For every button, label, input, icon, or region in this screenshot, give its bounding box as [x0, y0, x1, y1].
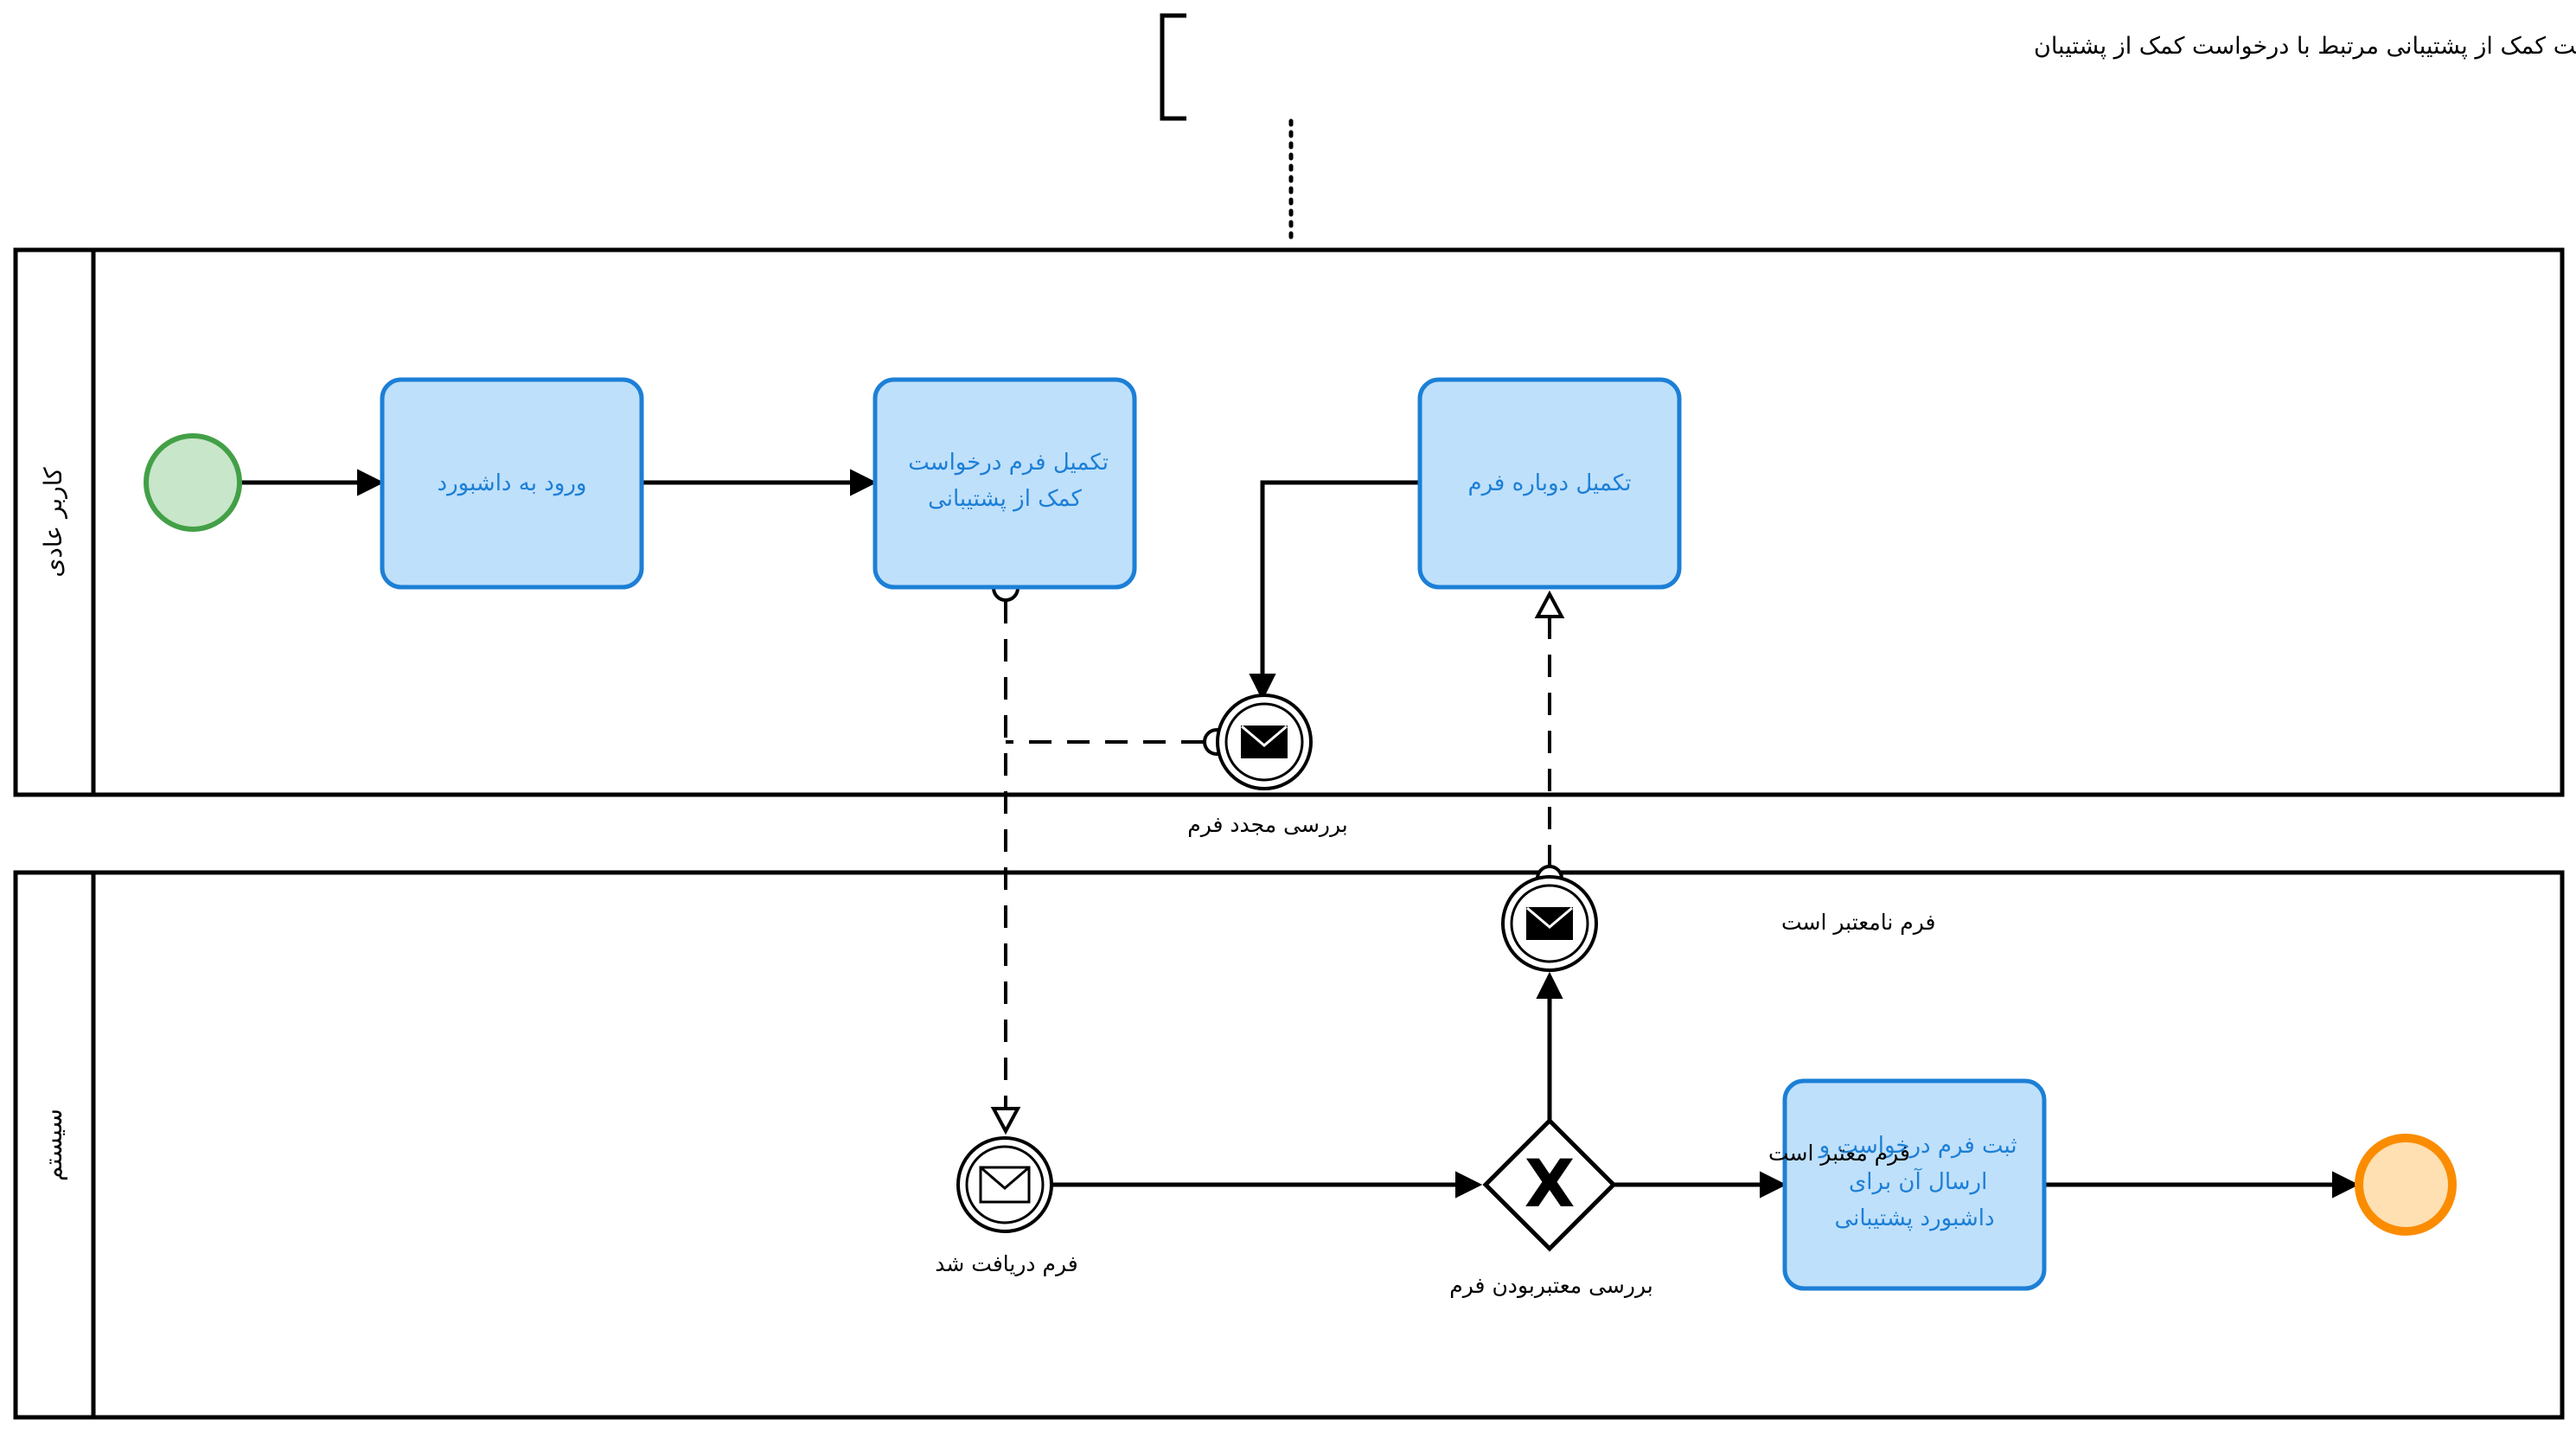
annotation-text: نمودار بی پی ام ان درخواست کمک از پشتیبا… — [2034, 33, 2576, 60]
exclusive-gateway[interactable]: X — [1482, 1117, 1617, 1252]
gateway-label: بررسی معتبربودن فرم — [1449, 1273, 1652, 1298]
text-annotation[interactable]: نمودار بی پی ام ان درخواست کمک از پشتیبا… — [1160, 13, 2576, 121]
task-refill-form-label: تکمیل دوباره فرم — [1467, 470, 1631, 496]
envelope-icon — [979, 1166, 1031, 1204]
task-register-form[interactable]: ثبت فرم درخواست و ارسال آن برای داشبورد … — [1782, 1078, 2047, 1291]
task-fill-form[interactable]: تکمیل فرم درخواست کمک از پشتیبانی — [873, 377, 1137, 590]
task-login-label: ورود به داشبورد — [438, 470, 587, 496]
start-event[interactable] — [144, 433, 242, 532]
svg-text:ورود به داشبورد: ورود به داشبورد — [438, 470, 587, 496]
flow-valid-label: فرم معتبر است — [1768, 1141, 1910, 1166]
sequence-flows — [240, 480, 2335, 1187]
event-review-again-label: بررسی مجدد فرم — [1187, 812, 1348, 837]
flow-arrowheads — [357, 469, 2360, 1199]
lane-system[interactable]: سیستم — [13, 870, 2565, 1420]
task-register-line-1: ثبت فرم درخواست و — [1818, 1133, 2017, 1159]
task-fill-form-line-2: کمک از پشتیبانی — [928, 486, 1082, 512]
task-register-line-2: ارسال آن برای — [1849, 1167, 1987, 1195]
svg-text:تکمیل فرم درخواست کمک از: تکمیل فرم درخواست کمک از پشتیبانی — [901, 450, 1109, 512]
svg-text:تکمیل دوباره فرم: تکمیل دوباره فرم — [1467, 470, 1631, 496]
task-refill-form[interactable]: تکمیل دوباره فرم — [1417, 377, 1682, 590]
event-form-invalid[interactable] — [1501, 875, 1598, 972]
event-form-invalid-label: فرم نامعتبر است — [1781, 910, 1935, 935]
end-event[interactable] — [2355, 1134, 2457, 1236]
event-review-again[interactable] — [1216, 694, 1313, 790]
exclusive-x-icon: X — [1525, 1145, 1576, 1222]
message-flows — [1004, 601, 1551, 1109]
event-form-received-label: فرم دریافت شد — [935, 1251, 1077, 1276]
lane-system-label: سیستم — [39, 1109, 67, 1181]
svg-text:ثبت فرم درخواست و ارسال: ثبت فرم درخواست و ارسال آن برای داشبورد … — [1812, 1133, 2017, 1231]
task-register-line-3: داشبورد پشتیبانی — [1834, 1205, 1994, 1231]
envelope-icon — [1526, 906, 1573, 940]
event-form-received[interactable] — [956, 1136, 1053, 1233]
lane-user-label: کاربر عادی — [39, 467, 67, 578]
task-fill-form-line-1: تکمیل فرم درخواست — [908, 450, 1109, 476]
envelope-icon — [1241, 725, 1288, 758]
flow-refill-to-review[interactable] — [1260, 480, 1418, 674]
task-login[interactable]: ورود به داشبورد — [380, 377, 644, 590]
